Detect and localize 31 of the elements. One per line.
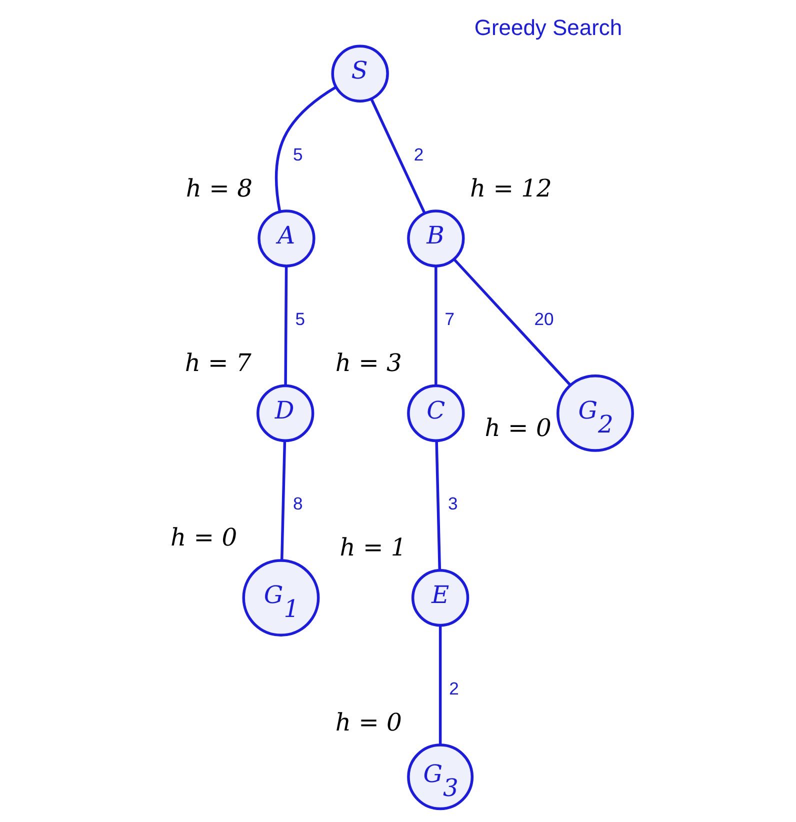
node-label: h = 12 — [470, 174, 552, 202]
node-circle: S — [331, 44, 389, 102]
connector — [275, 86, 337, 212]
edge-label: 2 — [414, 144, 424, 164]
connector — [370, 98, 426, 214]
node-circle: E — [411, 568, 470, 627]
node-label: h = 3 — [335, 349, 402, 377]
connector — [284, 266, 288, 386]
connector — [453, 258, 572, 386]
edge-label: 2 — [449, 678, 459, 698]
node-label: h = 7 — [184, 349, 252, 377]
node-circle: B — [407, 210, 465, 268]
node-circle: A — [258, 210, 316, 268]
node-label: h = 0 — [484, 414, 552, 442]
node-label: h = 0 — [335, 708, 402, 736]
connector — [280, 440, 286, 560]
edge-label: 5 — [293, 144, 303, 164]
connector — [435, 440, 442, 570]
diagram-title: Greedy Search — [474, 15, 622, 40]
edge-label: 8 — [293, 494, 303, 514]
node-label: h = 1 — [340, 534, 406, 562]
edge-label: 5 — [295, 309, 306, 330]
connector — [434, 266, 438, 386]
edge-label: 3 — [448, 494, 458, 514]
node-circle: D — [256, 384, 314, 442]
edge-label: 7 — [444, 309, 454, 330]
node-label: h = 8 — [186, 174, 252, 202]
connector — [438, 625, 442, 745]
node-circle: C — [407, 384, 465, 442]
edge-label: 20 — [534, 309, 554, 330]
node-label: h = 0 — [170, 524, 238, 552]
